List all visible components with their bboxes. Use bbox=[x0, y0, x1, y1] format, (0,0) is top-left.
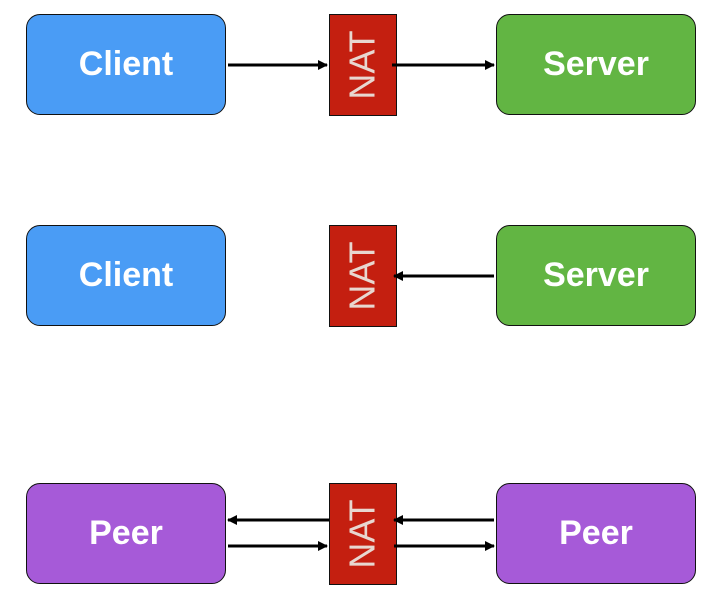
nat-box-row1: NAT bbox=[329, 14, 397, 116]
peer-box-left: Peer bbox=[26, 483, 226, 584]
server-label: Server bbox=[543, 45, 649, 83]
peer-label: Peer bbox=[89, 514, 163, 552]
client-label: Client bbox=[78, 256, 174, 294]
peer-box-right: Peer bbox=[496, 483, 696, 584]
nat-box-row2: NAT bbox=[329, 225, 397, 327]
server-label: Server bbox=[543, 256, 649, 294]
nat-box-row3: NAT bbox=[329, 483, 397, 585]
server-box-row2: Server bbox=[496, 225, 696, 326]
client-box-row2: Client bbox=[26, 225, 226, 326]
peer-label: Peer bbox=[559, 514, 633, 552]
client-box-row1: Client bbox=[26, 14, 226, 115]
server-box-row1: Server bbox=[496, 14, 696, 115]
client-label: Client bbox=[78, 45, 174, 83]
